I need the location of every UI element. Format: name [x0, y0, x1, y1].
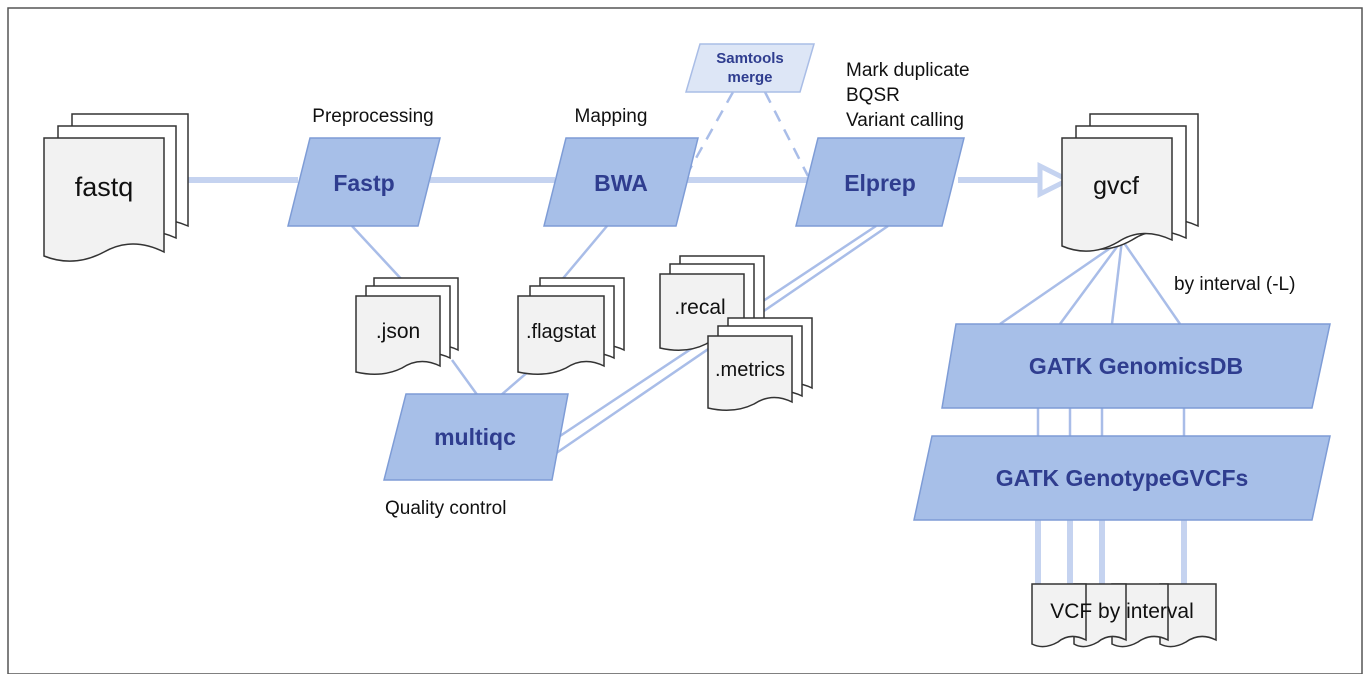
elprep-label: Elprep: [844, 170, 916, 196]
bwa-process-node: [543, 137, 699, 227]
flagstat-doc-stack: .flagstat: [517, 277, 625, 375]
gatk-genotypegvcfs-label: GATK GenotypeGVCFs: [996, 465, 1249, 491]
samtools-merge-node: [685, 43, 815, 93]
arrow-head-gvcf: [1037, 161, 1074, 199]
gvcf-doc-stack: gvcf: [1061, 113, 1199, 252]
connector-gvcf-genomicsdb-3: [1110, 239, 1124, 325]
json-label: .json: [376, 320, 420, 343]
mark-duplicate-label: Mark duplicate: [846, 60, 970, 81]
quality-control-label: Quality control: [385, 498, 506, 519]
connector-json-multiqc: [450, 359, 480, 397]
connector-fastp-json: [351, 225, 405, 283]
connector-gvcf-genomicsdb-4: [1120, 239, 1182, 325]
by-interval-label: by interval (-L): [1174, 274, 1295, 295]
recal-label: .recal: [674, 296, 725, 319]
fastp-process-node: [287, 137, 441, 227]
elprep-process-node: [795, 137, 965, 227]
figure-frame: [7, 7, 1363, 674]
connector-bwa-flagstat: [559, 225, 608, 283]
metrics-doc-stack: .metrics: [707, 317, 813, 411]
json-doc-stack: .json: [355, 277, 459, 375]
samtools-label-line2: merge: [727, 69, 772, 86]
fastq-doc-stack: fastq: [43, 113, 189, 262]
vcf-by-interval-label: VCF by interval: [1050, 600, 1194, 623]
dashed-connector-bwa-samtools: [684, 91, 735, 177]
vcf-doc-2: [1073, 583, 1127, 648]
bqsr-label: BQSR: [846, 85, 900, 106]
vcf-doc-4: [1159, 583, 1217, 648]
gvcf-document-icon: [1061, 137, 1173, 252]
dashed-connector-samtools-elprep: [763, 91, 810, 177]
samtools-label-line1: Samtools: [716, 50, 784, 67]
connector-gvcf-genomicsdb-1: [999, 238, 1123, 326]
multiqc-process-node: [383, 393, 569, 481]
metrics-label: .metrics: [715, 359, 785, 381]
metrics-document-icon: [707, 335, 793, 411]
variant-calling-label: Variant calling: [846, 110, 964, 131]
gatk-genomicsdb-node: [941, 323, 1331, 409]
gatk-genomicsdb-label: GATK GenomicsDB: [1029, 353, 1243, 379]
flagstat-document-icon: [517, 295, 605, 375]
fastp-label: Fastp: [333, 170, 394, 196]
connector-gvcf-genomicsdb-2: [1058, 239, 1124, 325]
gatk-genotypegvcfs-node: [913, 435, 1331, 521]
json-document-icon: [355, 295, 441, 375]
gvcf-label: gvcf: [1093, 172, 1139, 200]
vcf-doc-1: [1031, 583, 1087, 648]
preprocessing-label: Preprocessing: [312, 106, 433, 127]
vcf-doc-stack: VCF by interval: [1031, 583, 1217, 648]
bwa-label: BWA: [594, 170, 648, 196]
flagstat-label: .flagstat: [526, 321, 596, 343]
multiqc-label: multiqc: [434, 424, 516, 450]
fastq-document-icon: [43, 137, 165, 262]
mapping-label: Mapping: [575, 106, 648, 127]
fastq-label: fastq: [75, 172, 134, 202]
